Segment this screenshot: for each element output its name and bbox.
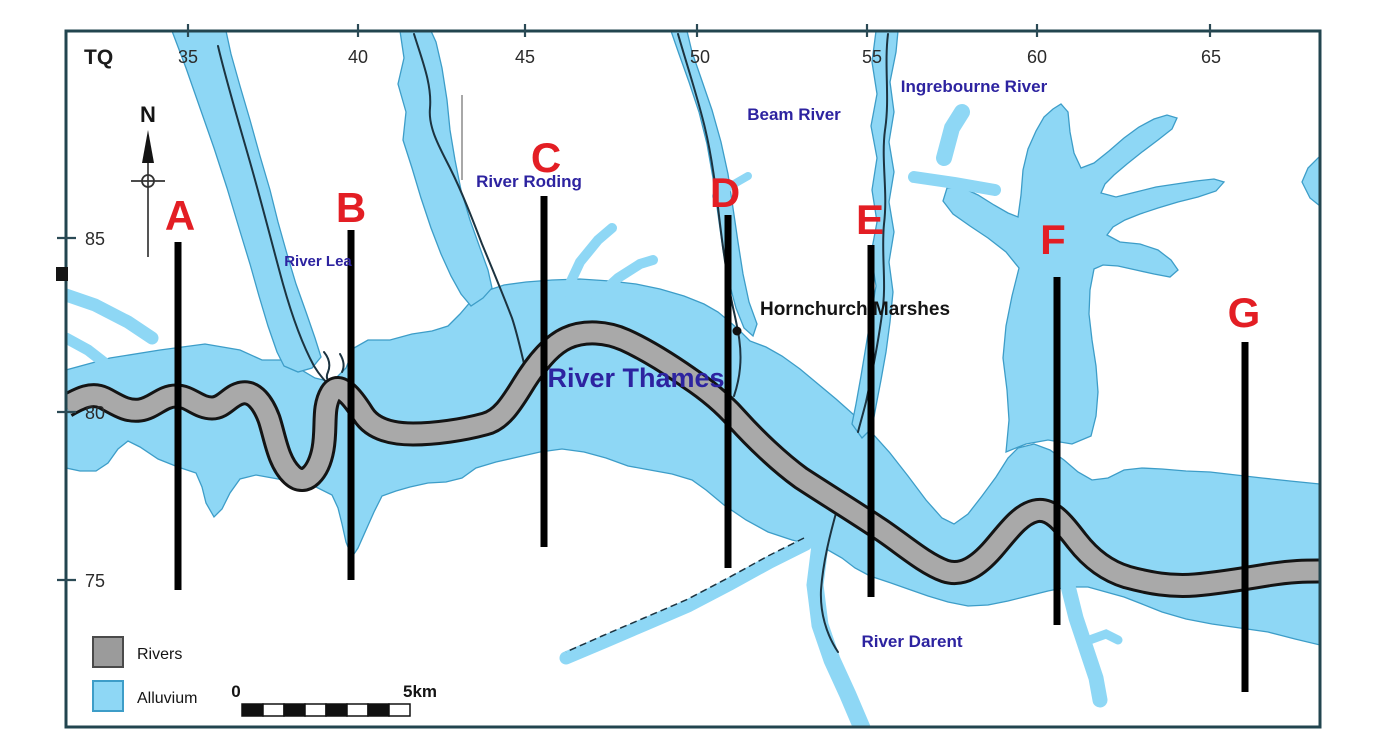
river-lea-stream <box>217 45 333 389</box>
river-roding-label: River Roding <box>476 172 582 191</box>
river-lea-label: River Lea <box>284 253 352 270</box>
grid-label-80: 80 <box>85 403 105 423</box>
alluvium-sw-diagonal-arm <box>559 537 813 665</box>
river-labels: River Lea River Roding Beam River Ingreb… <box>284 77 1047 651</box>
hornchurch-marshes-dot <box>732 326 742 336</box>
grid-label-60: 60 <box>1027 47 1047 67</box>
transect-label-e: E <box>856 196 884 243</box>
sw-arm-outline <box>565 537 805 653</box>
river-darent-label: River Darent <box>861 632 962 651</box>
north-label: N <box>140 102 156 127</box>
lea-mouth-squiggle-2 <box>339 353 345 373</box>
transect-label-b: B <box>336 184 366 231</box>
grid-numbers-top: 35 40 45 50 55 60 65 <box>178 47 1221 67</box>
grid-label-50: 50 <box>690 47 710 67</box>
beam-river-stream <box>677 33 742 397</box>
grid-label-35: 35 <box>178 47 198 67</box>
transect-label-a: A <box>165 192 195 239</box>
alluvium-ne-estuary <box>942 103 1226 453</box>
grid-ticks-top <box>186 24 1212 37</box>
grid-label-45: 45 <box>515 47 535 67</box>
legend-rivers-swatch <box>92 636 124 668</box>
place-labels: Hornchurch Marshes <box>732 299 950 336</box>
legend-alluvium-label: Alluvium <box>137 690 197 707</box>
north-arrowhead-icon <box>142 130 154 163</box>
transect-letters: A B C D E F G <box>165 134 1261 336</box>
scale-bar: 0 5km <box>231 682 437 717</box>
alluvium-fork-ne-of-c-1 <box>561 223 617 297</box>
border-mark <box>56 267 68 281</box>
grid-ticks-left <box>57 236 76 582</box>
map-frame <box>64 29 1322 729</box>
grid-label-40: 40 <box>348 47 368 67</box>
legend: Rivers Alluvium <box>92 636 197 712</box>
transect-label-c: C <box>531 134 561 181</box>
transect-label-g: G <box>1228 289 1261 336</box>
ingrebourne-river-label: Ingrebourne River <box>901 77 1048 96</box>
grid-letters-label: TQ <box>84 46 113 69</box>
alluvium-arm-below-f-branch <box>1079 629 1123 647</box>
river-thames-label: River Thames <box>547 363 724 393</box>
alluvium-east-notch <box>1301 156 1319 206</box>
alluvium-arm-below-f <box>1060 578 1108 708</box>
map-terrain <box>67 32 1319 726</box>
river-roding-stream <box>413 33 528 377</box>
legend-alluvium-swatch <box>92 680 124 712</box>
ingrebourne-stream <box>857 33 889 433</box>
alluvium-roding-valley <box>397 32 493 307</box>
grid-label-85: 85 <box>85 229 105 249</box>
alluvium-nw-finger-2 <box>67 332 112 370</box>
grid-label-55: 55 <box>862 47 882 67</box>
alluvium-beam-fork <box>712 172 752 200</box>
alluvium-darent-valley <box>806 499 871 726</box>
grid-label-75: 75 <box>85 571 105 591</box>
transect-label-f: F <box>1040 216 1066 263</box>
river-darent-stream <box>819 505 839 653</box>
grid-numbers-left: 85 80 75 <box>85 229 105 591</box>
scale-end-label: 5km <box>403 682 437 701</box>
transect-label-d: D <box>710 169 740 216</box>
legend-rivers-label: Rivers <box>137 646 182 663</box>
beam-river-label: Beam River <box>747 105 841 124</box>
alluvium-estuary-knob <box>936 104 970 166</box>
alluvium-nw-finger-1 <box>67 288 159 345</box>
grid-label-65: 65 <box>1201 47 1221 67</box>
alluvium-fork-ne-of-c-2 <box>591 255 658 303</box>
scale-start-label: 0 <box>231 682 240 701</box>
hornchurch-marshes-label: Hornchurch Marshes <box>760 299 950 320</box>
north-arrow: N <box>131 102 165 257</box>
alluvium-west-arm-of-estuary <box>908 171 1001 196</box>
